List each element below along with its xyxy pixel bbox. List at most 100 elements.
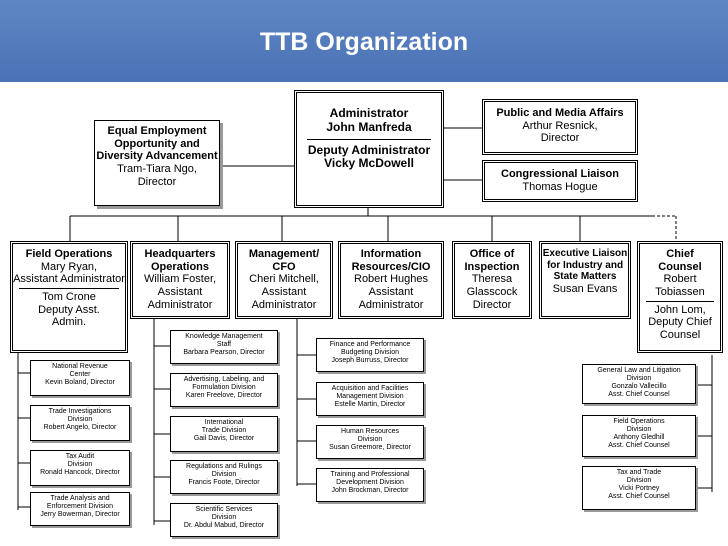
mgmt-unit-name: Susan Greemore, Director xyxy=(329,444,411,452)
hq-unit-box: Scientific Services Division Dr. Abdul M… xyxy=(170,503,278,537)
field-name: Mary Ryan, xyxy=(40,260,98,273)
field-divider xyxy=(19,287,119,289)
mgmt-unit-title: Acquisition and Facilities Management Di… xyxy=(331,385,409,401)
cc-unit-role: Asst. Chief Counsel xyxy=(608,391,670,399)
cc-unit-box: General Law and Litigation Division Gonz… xyxy=(582,364,696,404)
eeo-box: Equal Employment Opportunity and Diversi… xyxy=(94,120,220,206)
field-unit-box: Trade Analysis and Enforcement Division … xyxy=(30,492,130,526)
cc-name2: John Lom, xyxy=(654,303,706,316)
mgmt-unit-title: Human Resources Division xyxy=(341,428,399,444)
deputy-name: Vicky McDowell xyxy=(324,156,414,171)
eeo-title: Equal Employment Opportunity and Diversi… xyxy=(96,125,218,163)
field-unit-title: Tax Audit Division xyxy=(65,453,95,469)
field-unit-name: Kevin Boland, Director xyxy=(45,379,115,387)
mgmt-unit-box: Acquisition and Facilities Management Di… xyxy=(316,382,424,416)
hq-unit-title: Regulations and Rulings Division xyxy=(186,463,262,479)
information-resources-box: Information Resources/CIO Robert Hughes … xyxy=(338,241,444,319)
mgmt-unit-box: Finance and Performance Budgeting Divisi… xyxy=(316,338,424,372)
hq-role: Assistant Administrator xyxy=(147,285,213,311)
cc-unit-box: Field Operations Division Anthony Gledhi… xyxy=(582,415,696,457)
cc-unit-title: General Law and Litigation Division xyxy=(597,367,681,383)
admin-divider xyxy=(307,138,431,140)
cc-unit-role: Asst. Chief Counsel xyxy=(608,493,670,501)
ir-role: Assistant Administrator xyxy=(358,285,424,311)
mgmt-name: Cheri Mitchell, xyxy=(249,273,319,286)
field-unit-name: Robert Angelo, Director xyxy=(43,424,117,432)
ir-title: Information Resources/CIO xyxy=(351,248,431,273)
el-title: Executive Liaison for Industry and State… xyxy=(542,248,628,282)
hq-unit-title: Advertising, Labeling, and Formulation D… xyxy=(183,376,265,392)
mgmt-unit-box: Training and Professional Development Di… xyxy=(316,468,424,502)
hq-unit-name: Karen Freelove, Director xyxy=(185,392,263,400)
ir-name: Robert Hughes xyxy=(354,273,428,286)
hq-unit-box: Regulations and Rulings Division Francis… xyxy=(170,460,278,494)
administrator-box: Administrator John Manfreda Deputy Admin… xyxy=(294,90,444,208)
deputy-title: Deputy Administrator xyxy=(307,142,431,157)
field-unit-box: Tax Audit Division Ronald Hancock, Direc… xyxy=(30,450,130,486)
cc-unit-role: Asst. Chief Counsel xyxy=(608,442,670,450)
mgmt-unit-box: Human Resources Division Susan Greemore,… xyxy=(316,425,424,459)
field-role2: Deputy Asst. Admin. xyxy=(38,303,100,329)
mgmt-unit-name: Estelle Martin, Director xyxy=(334,401,406,409)
hq-unit-name: Dr. Abdul Mabud, Director xyxy=(183,522,265,530)
mgmt-unit-name: John Brockman, Director xyxy=(331,487,409,495)
admin-title: Administrator xyxy=(329,106,409,120)
mgmt-unit-name: Joseph Burruss, Director xyxy=(331,357,409,365)
field-unit-name: Jerry Bowerman, Director xyxy=(40,511,120,519)
cc-name: Robert Tobiassen xyxy=(655,273,705,298)
hq-name: William Foster, xyxy=(143,273,217,286)
hq-unit-title: Knowledge Management Staff xyxy=(185,333,263,349)
management-cfo-box: Management/ CFO Cheri Mitchell, Assistan… xyxy=(235,241,333,319)
slide-header: TTB Organization xyxy=(0,0,728,82)
office-of-inspection-box: Office of Inspection Theresa Glasscock D… xyxy=(452,241,532,319)
oi-role: Director xyxy=(472,298,512,311)
hq-unit-title: Scientific Services Division xyxy=(195,506,253,522)
field-unit-box: Trade Investigations Division Robert Ang… xyxy=(30,405,130,441)
congressional-liaison-box: Congressional Liaison Thomas Hogue xyxy=(482,160,638,202)
eeo-role: Director xyxy=(137,175,177,188)
hq-unit-title: International Trade Division xyxy=(201,419,247,435)
mgmt-unit-title: Finance and Performance Budgeting Divisi… xyxy=(329,341,411,357)
field-unit-box: National Revenue Center Kevin Boland, Di… xyxy=(30,360,130,396)
field-title: Field Operations xyxy=(25,248,113,260)
cl-title: Congressional Liaison xyxy=(501,168,619,180)
hq-unit-name: Francis Foote, Director xyxy=(188,479,260,487)
cc-unit-title: Tax and Trade Division xyxy=(616,469,662,485)
pma-box: Public and Media Affairs Arthur Resnick,… xyxy=(482,99,638,155)
oi-name: Theresa Glasscock xyxy=(466,273,518,298)
pma-name: Arthur Resnick, xyxy=(522,119,598,132)
slide-title: TTB Organization xyxy=(259,28,469,56)
pma-title: Public and Media Affairs xyxy=(496,107,624,119)
eeo-name: Tram-Tiara Ngo, xyxy=(117,162,197,175)
cc-title: Chief Counsel xyxy=(658,248,702,273)
field-unit-title: Trade Analysis and Enforcement Division xyxy=(46,495,114,511)
field-operations-box: Field Operations Mary Ryan, Assistant Ad… xyxy=(10,241,128,353)
field-unit-title: National Revenue Center xyxy=(52,363,108,379)
cc-unit-name: Gonzalo Vallecillo xyxy=(611,383,667,391)
cl-name: Thomas Hogue xyxy=(522,180,598,193)
field-unit-name: Ronald Hancock, Director xyxy=(40,469,120,477)
mgmt-unit-title: Training and Professional Development Di… xyxy=(330,471,410,487)
hq-unit-name: Gail Davis, Director xyxy=(193,435,255,443)
chief-counsel-box: Chief Counsel Robert Tobiassen John Lom,… xyxy=(637,241,723,353)
hq-unit-box: Knowledge Management Staff Barbara Pears… xyxy=(170,330,278,364)
field-role: Assistant Administrator xyxy=(13,273,125,286)
field-unit-title: Trade Investigations Division xyxy=(48,408,112,424)
cc-divider xyxy=(646,300,714,302)
admin-name: John Manfreda xyxy=(326,119,412,134)
cc-unit-box: Tax and Trade Division Vicki Portney Ass… xyxy=(582,466,696,510)
cc-unit-name: Anthony Gledhill xyxy=(613,434,665,442)
hq-operations-box: Headquarters Operations William Foster, … xyxy=(130,241,230,319)
mgmt-title: Management/ CFO xyxy=(248,248,320,273)
cc-role2: Deputy Chief Counsel xyxy=(648,316,712,341)
field-name2: Tom Crone xyxy=(42,290,96,303)
cc-unit-title: Field Operations Division xyxy=(613,418,665,434)
hq-unit-name: Barbara Pearson, Director xyxy=(183,349,265,357)
oi-title: Office of Inspection xyxy=(464,248,520,273)
hq-title: Headquarters Operations xyxy=(144,248,216,273)
hq-unit-box: International Trade Division Gail Davis,… xyxy=(170,416,278,452)
cc-unit-name: Vicki Portney xyxy=(618,485,660,493)
el-name: Susan Evans xyxy=(552,282,618,295)
hq-unit-box: Advertising, Labeling, and Formulation D… xyxy=(170,373,278,407)
